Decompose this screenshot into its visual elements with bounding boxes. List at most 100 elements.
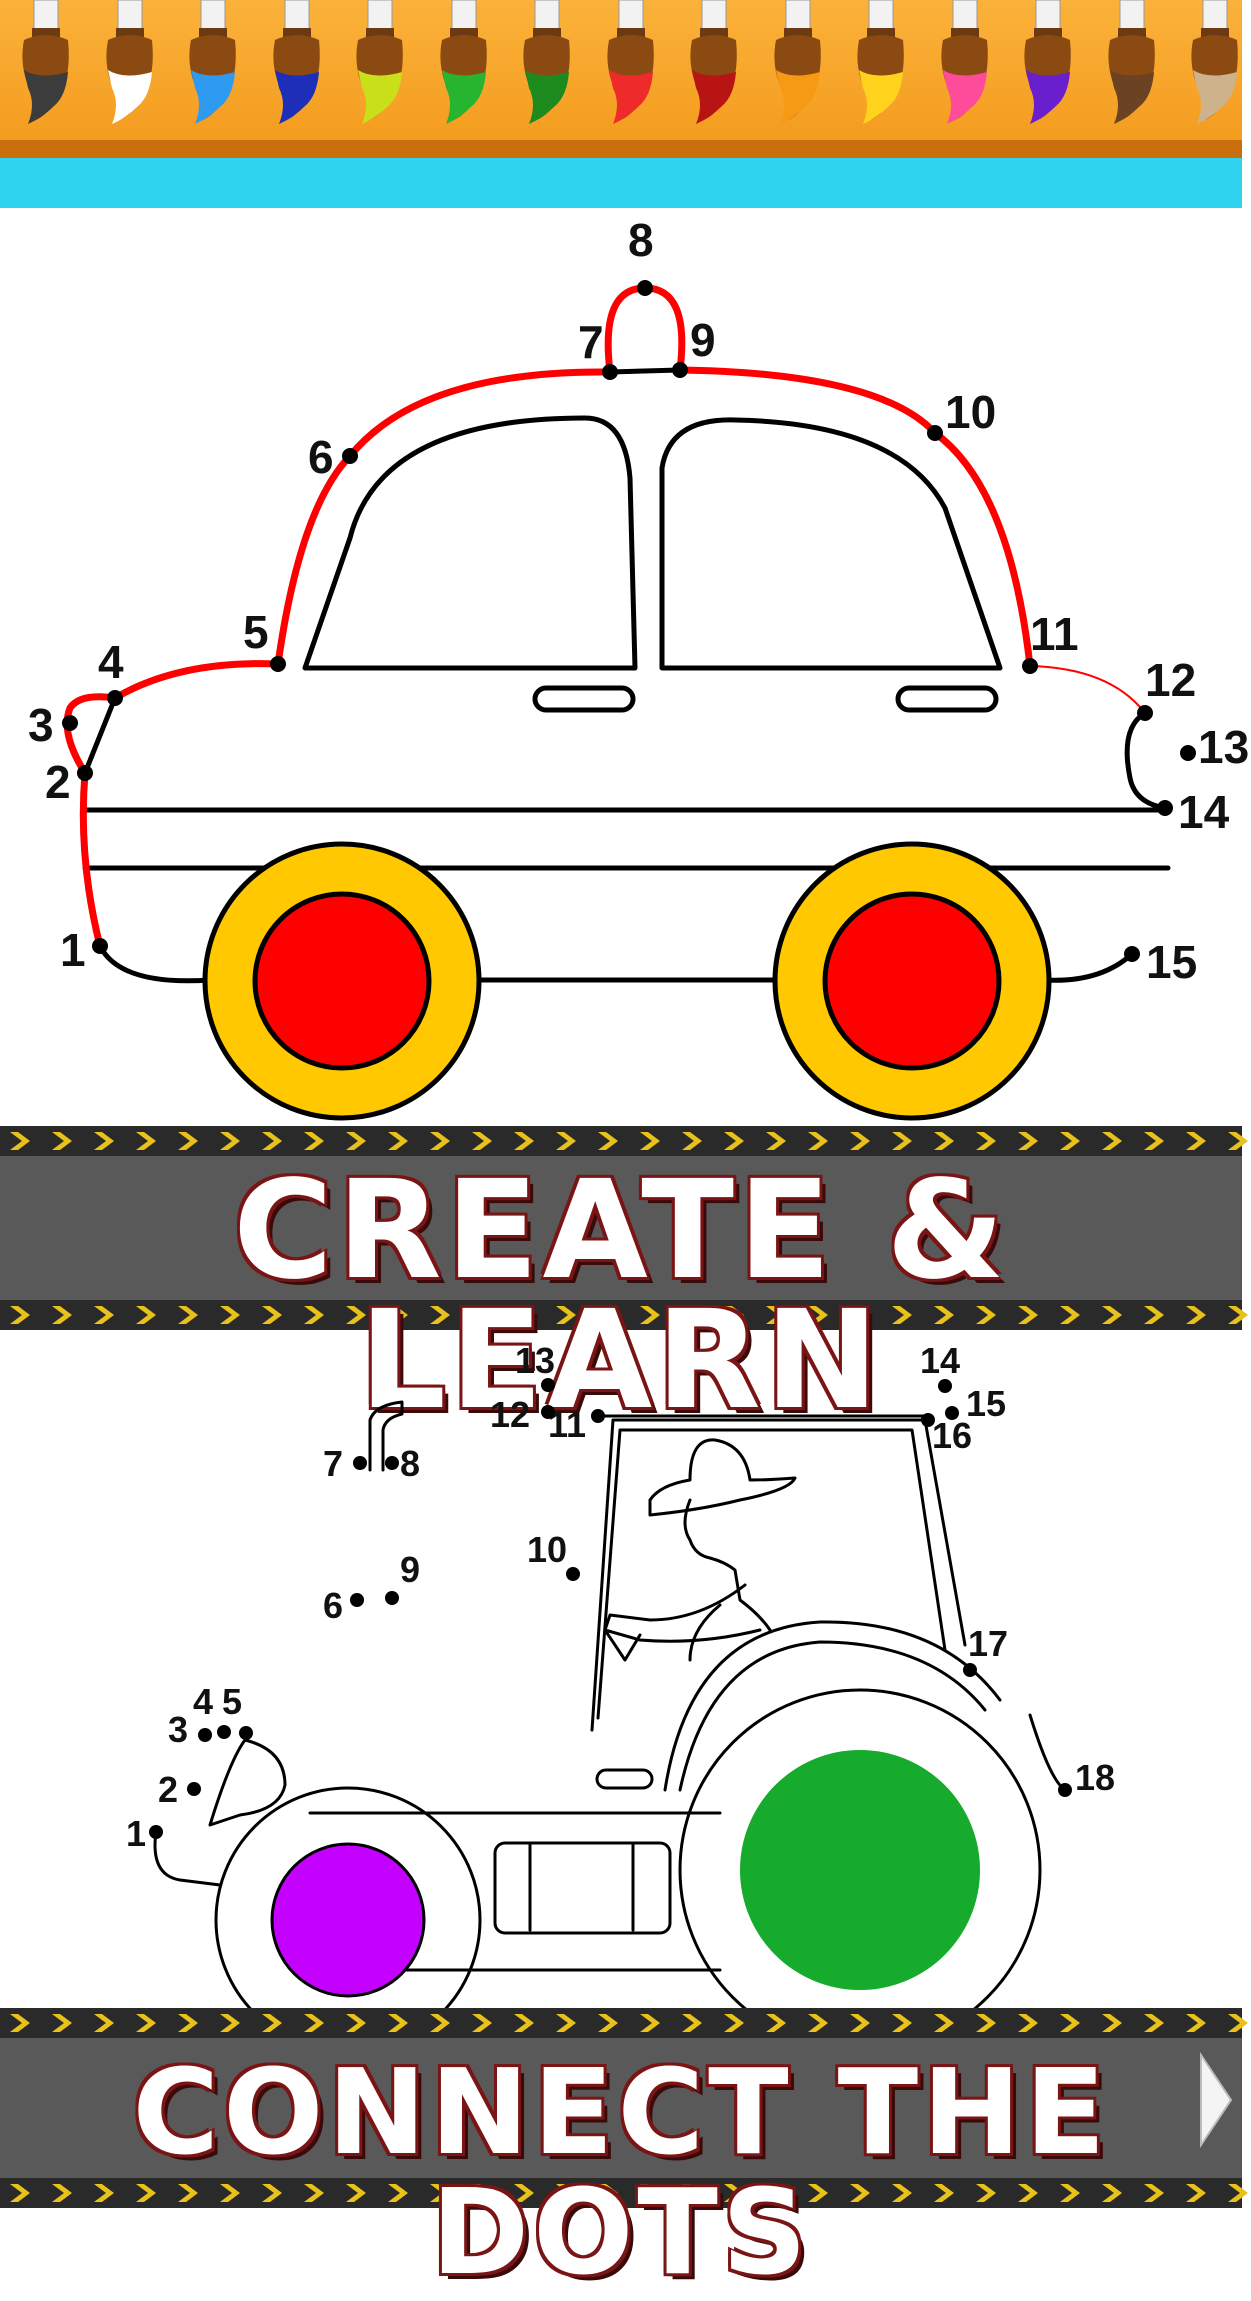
dot-label: 4 [98,636,124,688]
paint-brush-icon[interactable] [762,0,834,130]
dot-label: 3 [168,1709,188,1750]
car-door-handle-right [895,685,999,713]
dot-6[interactable] [342,448,358,464]
dot-2[interactable] [187,1782,201,1796]
dot-17[interactable] [963,1663,977,1677]
dot-label: 14 [920,1340,960,1381]
dot-label: 8 [628,214,654,266]
traced-line [63,284,1146,950]
paint-brush-icon[interactable] [1012,0,1084,130]
dot-13[interactable] [541,1378,555,1392]
paint-brush-icon[interactable] [261,0,333,130]
tractor-rear-arch [1028,1713,1067,1792]
paint-brush-icon[interactable] [678,0,750,130]
tractor-headlight [208,1738,287,1827]
next-arrow-icon[interactable] [1196,2050,1236,2150]
paint-brush-icon[interactable] [1179,0,1251,130]
dot-9[interactable] [385,1591,399,1605]
farmer-face [683,1498,772,1632]
dot-5[interactable] [239,1726,253,1740]
tractor-exhaust [368,1400,404,1472]
car-window-left [302,415,638,671]
tractor-fender-inner [678,1640,987,1792]
dot-3[interactable] [62,715,78,731]
dot-label: 13 [1198,721,1249,773]
paint-brush-icon[interactable] [929,0,1001,130]
dot-label: 17 [968,1623,1008,1664]
farmer-arm [603,1583,762,1643]
dot-label: 12 [1145,654,1196,706]
dot-label: 6 [308,431,334,483]
car-rear-bumper [97,943,213,984]
dot-14[interactable] [938,1379,952,1393]
paint-brush-icon[interactable] [10,0,82,130]
dot-4[interactable] [107,690,123,706]
tractor-fender [663,1620,1002,1792]
farmer-hat [648,1438,797,1517]
hazard-stripe-bottom [0,1300,1248,1330]
dot-label: 5 [243,606,269,658]
dot-12[interactable] [1137,705,1153,721]
dot-label: 15 [1146,936,1197,988]
dot-11[interactable] [1022,658,1038,674]
dot-label: 14 [1178,786,1230,838]
dot-15[interactable] [945,1406,959,1420]
dot-label: 4 [193,1681,213,1722]
banner-create-learn: CREATE & LEARN [0,1126,1248,1429]
dot-label: 6 [323,1585,343,1626]
dot-label: 3 [28,699,54,751]
paint-brush-icon[interactable] [94,0,166,130]
car-front-nose [1124,710,1168,811]
dot-2[interactable] [77,765,93,781]
dot-3[interactable] [198,1728,212,1742]
dot-5[interactable] [270,656,286,672]
dot-7[interactable] [602,364,618,380]
hazard-stripe-top [0,2008,1248,2038]
dot-label: 12 [490,1394,530,1435]
dot-label: 8 [400,1443,420,1484]
dot-11[interactable] [591,1409,605,1423]
tractor-rear-hub [740,1750,980,1990]
hazard-stripe-bottom [0,2178,1248,2208]
dot-12[interactable] [541,1405,555,1419]
car-front-bumper [1042,951,1135,983]
dot-label: 7 [578,316,604,368]
car-front-wheel-hub [822,891,1002,1071]
dot-9[interactable] [672,362,688,378]
dot-4[interactable] [217,1725,231,1739]
car-door-handle-left [532,685,636,713]
dot-16[interactable] [921,1413,935,1427]
dot-15[interactable] [1124,946,1140,962]
paint-brush-icon[interactable] [177,0,249,130]
dot-8[interactable] [385,1456,399,1470]
dot-10[interactable] [927,425,943,441]
dot-label: 10 [527,1529,567,1570]
dot-label: 9 [690,314,716,366]
paint-brush-icon[interactable] [344,0,416,130]
dot-1[interactable] [149,1825,163,1839]
decor-strip [0,158,1242,208]
car-rear-edge [82,695,118,776]
dot-7[interactable] [353,1456,367,1470]
paint-brush-icon[interactable] [595,0,667,130]
dot-18[interactable] [1058,1783,1072,1797]
dot-label: 5 [222,1681,242,1722]
dot-6[interactable] [350,1593,364,1607]
paint-brush-icon[interactable] [845,0,917,130]
tractor-grille [493,1841,672,1935]
paint-brush-icon[interactable] [1096,0,1168,130]
dot-1[interactable] [92,938,108,954]
tractor-cabin-inner [590,1418,967,1732]
dot-10[interactable] [566,1567,580,1581]
paint-brush-icon[interactable] [428,0,500,130]
dot-13[interactable] [1180,745,1196,761]
tractor-front-axle [153,1830,222,1887]
dot-14[interactable] [1157,800,1173,816]
dot-8[interactable] [637,280,653,296]
dot-label: 1 [60,924,86,976]
paint-brush-icon[interactable] [511,0,583,130]
